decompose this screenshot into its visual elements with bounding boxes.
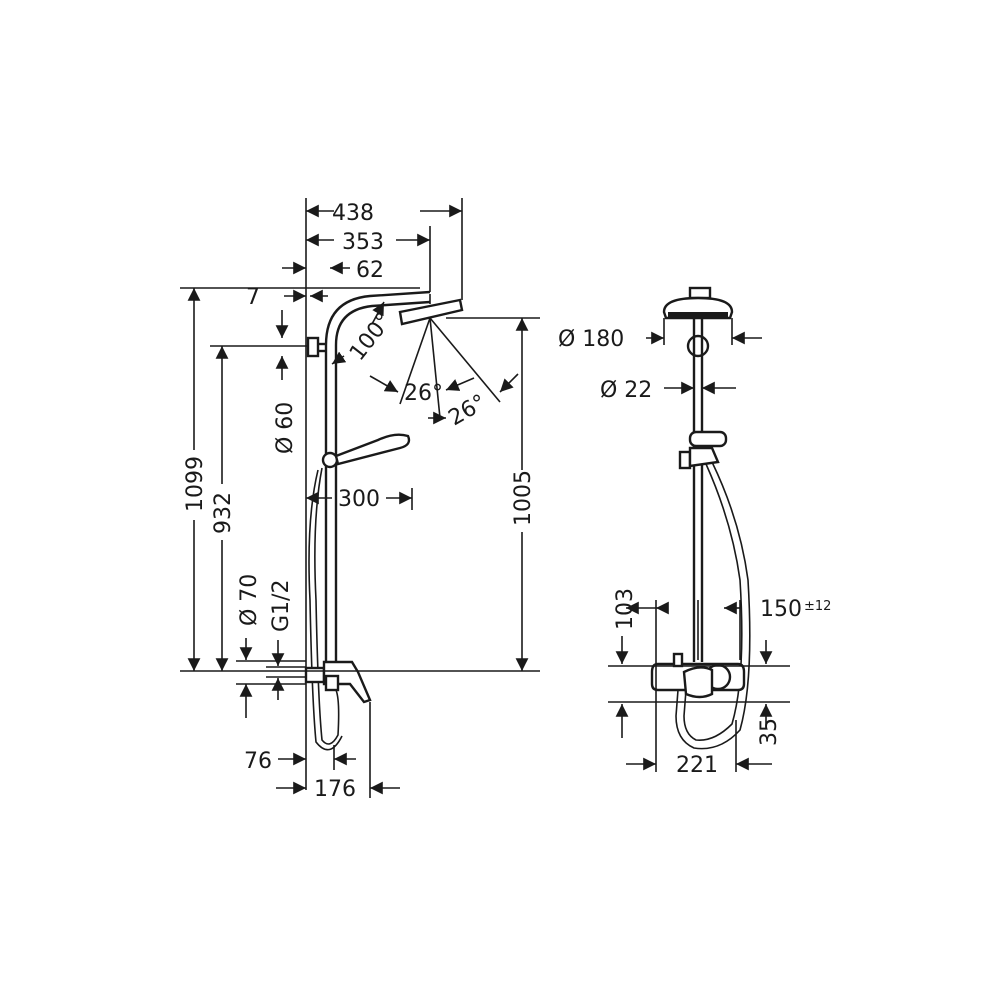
front-extension-lines	[608, 318, 790, 772]
dim-height-head: 1005	[511, 318, 536, 671]
dim-pipe-diameter: Ø 22	[600, 378, 736, 403]
front-view: Ø 180 Ø 22 103 150 ±12 35	[558, 286, 831, 778]
dim-inlet-diameter: Ø 70	[236, 574, 306, 718]
dim-mixer-depth: 176	[276, 777, 400, 802]
dim-center-right: 150 ±12	[724, 597, 831, 622]
dim-spray-left: 26°	[369, 375, 475, 406]
dim-176-label: 176	[314, 777, 356, 802]
dim-inlet-height: 35	[757, 640, 782, 746]
front-handshower-holder	[678, 430, 728, 470]
dim-tilt-angle: 100°	[331, 301, 397, 366]
dim-76-label: 76	[244, 749, 272, 774]
dim-26-right-label: 26°	[445, 390, 491, 431]
dim-221-label: 221	[676, 753, 718, 778]
hand-shower	[308, 433, 411, 751]
front-shower-head	[662, 286, 734, 320]
dim-o70-label: Ø 70	[237, 574, 262, 626]
dim-353-label: 353	[342, 230, 384, 255]
dim-62-label: 62	[356, 258, 384, 283]
dim-o180-label: Ø 180	[558, 327, 624, 352]
dim-mixer-width: 221	[626, 753, 772, 778]
riser-pipe	[324, 290, 431, 665]
dim-932-label: 932	[211, 492, 236, 534]
front-bracket	[686, 334, 710, 358]
dim-width-overall: 438	[306, 201, 462, 226]
spray-cone	[399, 317, 501, 419]
front-mixer	[650, 652, 746, 699]
dim-1099-label: 1099	[183, 456, 208, 512]
front-hose	[675, 461, 751, 750]
dim-1005-label: 1005	[511, 470, 536, 526]
dim-handshower-reach: 300	[306, 487, 412, 512]
dim-300-label: 300	[338, 487, 380, 512]
dim-o60-label: Ø 60	[273, 402, 298, 454]
dim-height-total: 1099	[183, 288, 208, 671]
dim-tolerance-label: ±12	[804, 599, 831, 614]
dim-mixer-offset: 76	[244, 745, 356, 774]
overhead-shower-head	[398, 294, 464, 326]
dim-inlet-thread: G1/2	[266, 580, 306, 700]
dim-7-label: 7	[246, 285, 260, 310]
front-riser-pipe	[692, 318, 704, 662]
dim-o22-label: Ø 22	[600, 378, 652, 403]
dim-height-bracket: 932	[211, 346, 236, 671]
dim-head-diameter: Ø 180	[558, 327, 762, 352]
dim-26-left-label: 26°	[404, 381, 443, 406]
side-view: 438 353 62 7 100° 26	[180, 198, 540, 802]
dim-center-left: 103	[613, 588, 669, 738]
wall-bracket	[306, 336, 326, 358]
dim-g12-label: G1/2	[269, 580, 294, 632]
dim-arm-offset: 7	[246, 285, 328, 310]
dim-150-label: 150	[760, 597, 802, 622]
dim-35-label: 35	[757, 718, 782, 746]
dim-bar-diameter: Ø 60	[273, 310, 298, 454]
dim-width-arm: 353	[306, 230, 430, 255]
dim-head-offset: 62	[282, 258, 384, 283]
dim-438-label: 438	[332, 201, 374, 226]
dim-103-label: 103	[613, 588, 638, 630]
dim-100-label: 100°	[345, 309, 397, 366]
